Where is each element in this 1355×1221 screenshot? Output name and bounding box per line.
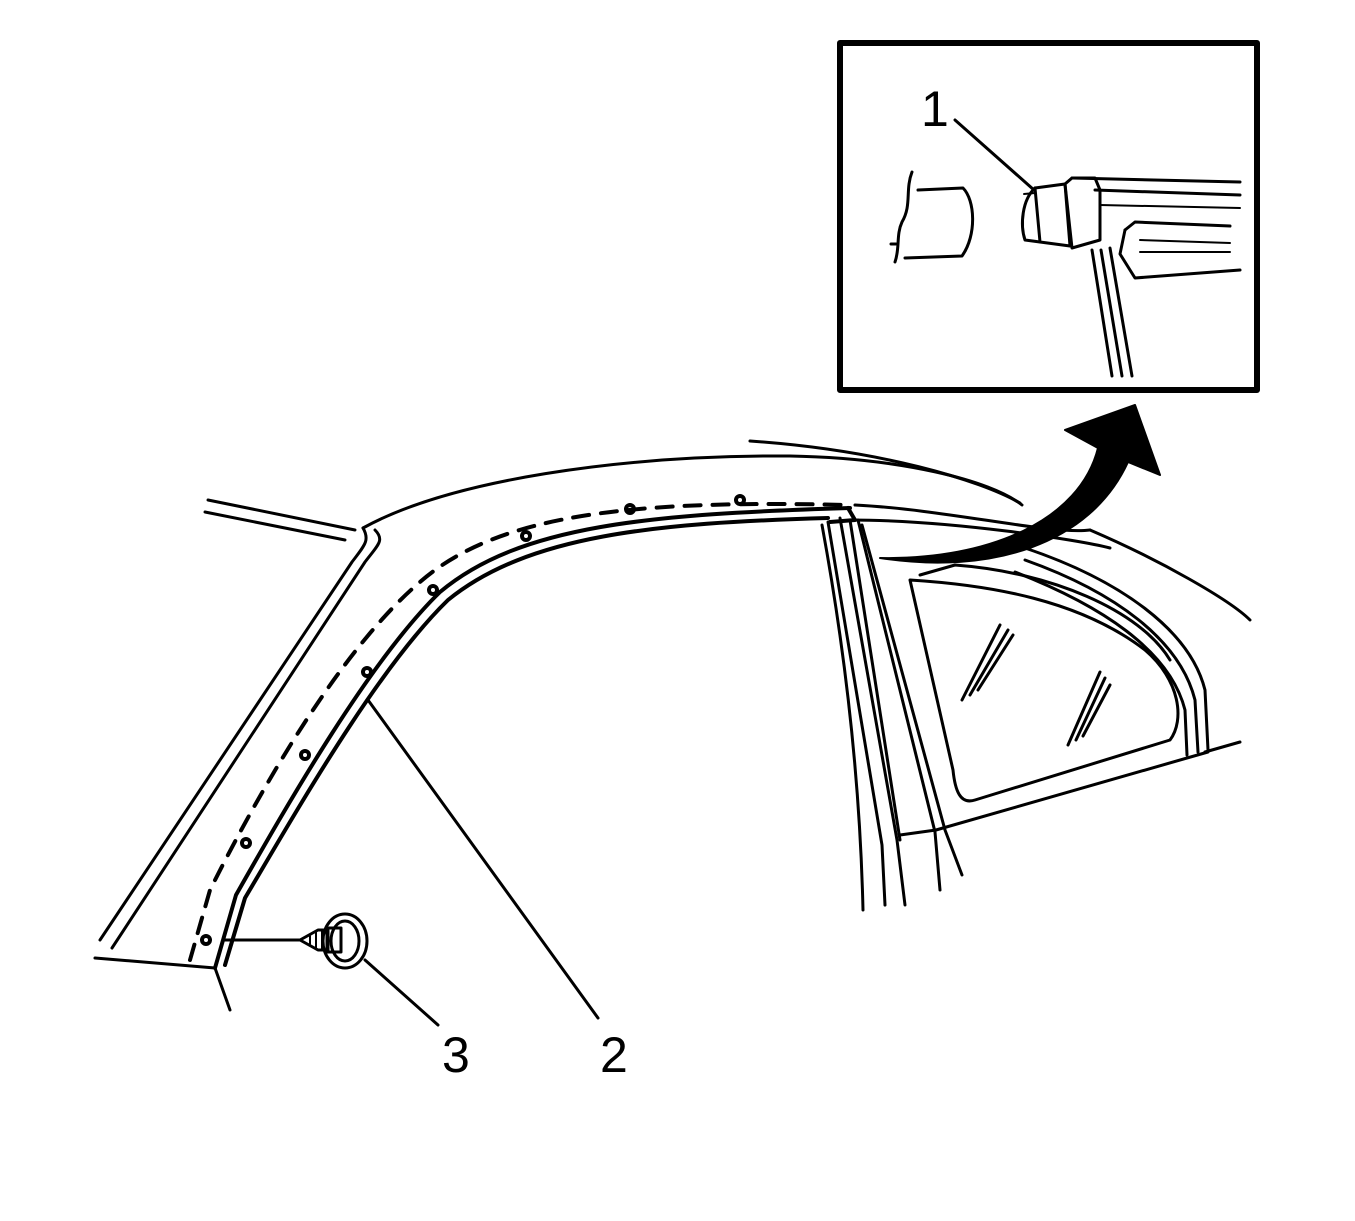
adhesive-dashed-line — [188, 502, 850, 962]
leader-1 — [953, 118, 1036, 192]
vehicle-body — [93, 439, 1252, 1012]
mating-part-edge — [893, 170, 914, 264]
leader-2 — [366, 698, 600, 1020]
pillar-molding — [188, 494, 857, 970]
callout-2: 2 — [600, 1027, 628, 1083]
curved-arrow-icon — [879, 404, 1161, 564]
leader-3 — [363, 958, 440, 1027]
push-pin-fastener-icon — [223, 912, 369, 970]
molding-end-icon — [1021, 176, 1242, 378]
callout-1: 1 — [921, 81, 949, 137]
inset-detail — [837, 40, 1260, 393]
callout-3: 3 — [442, 1027, 470, 1083]
mating-part-body — [903, 186, 975, 260]
inset-frame — [837, 40, 1260, 393]
